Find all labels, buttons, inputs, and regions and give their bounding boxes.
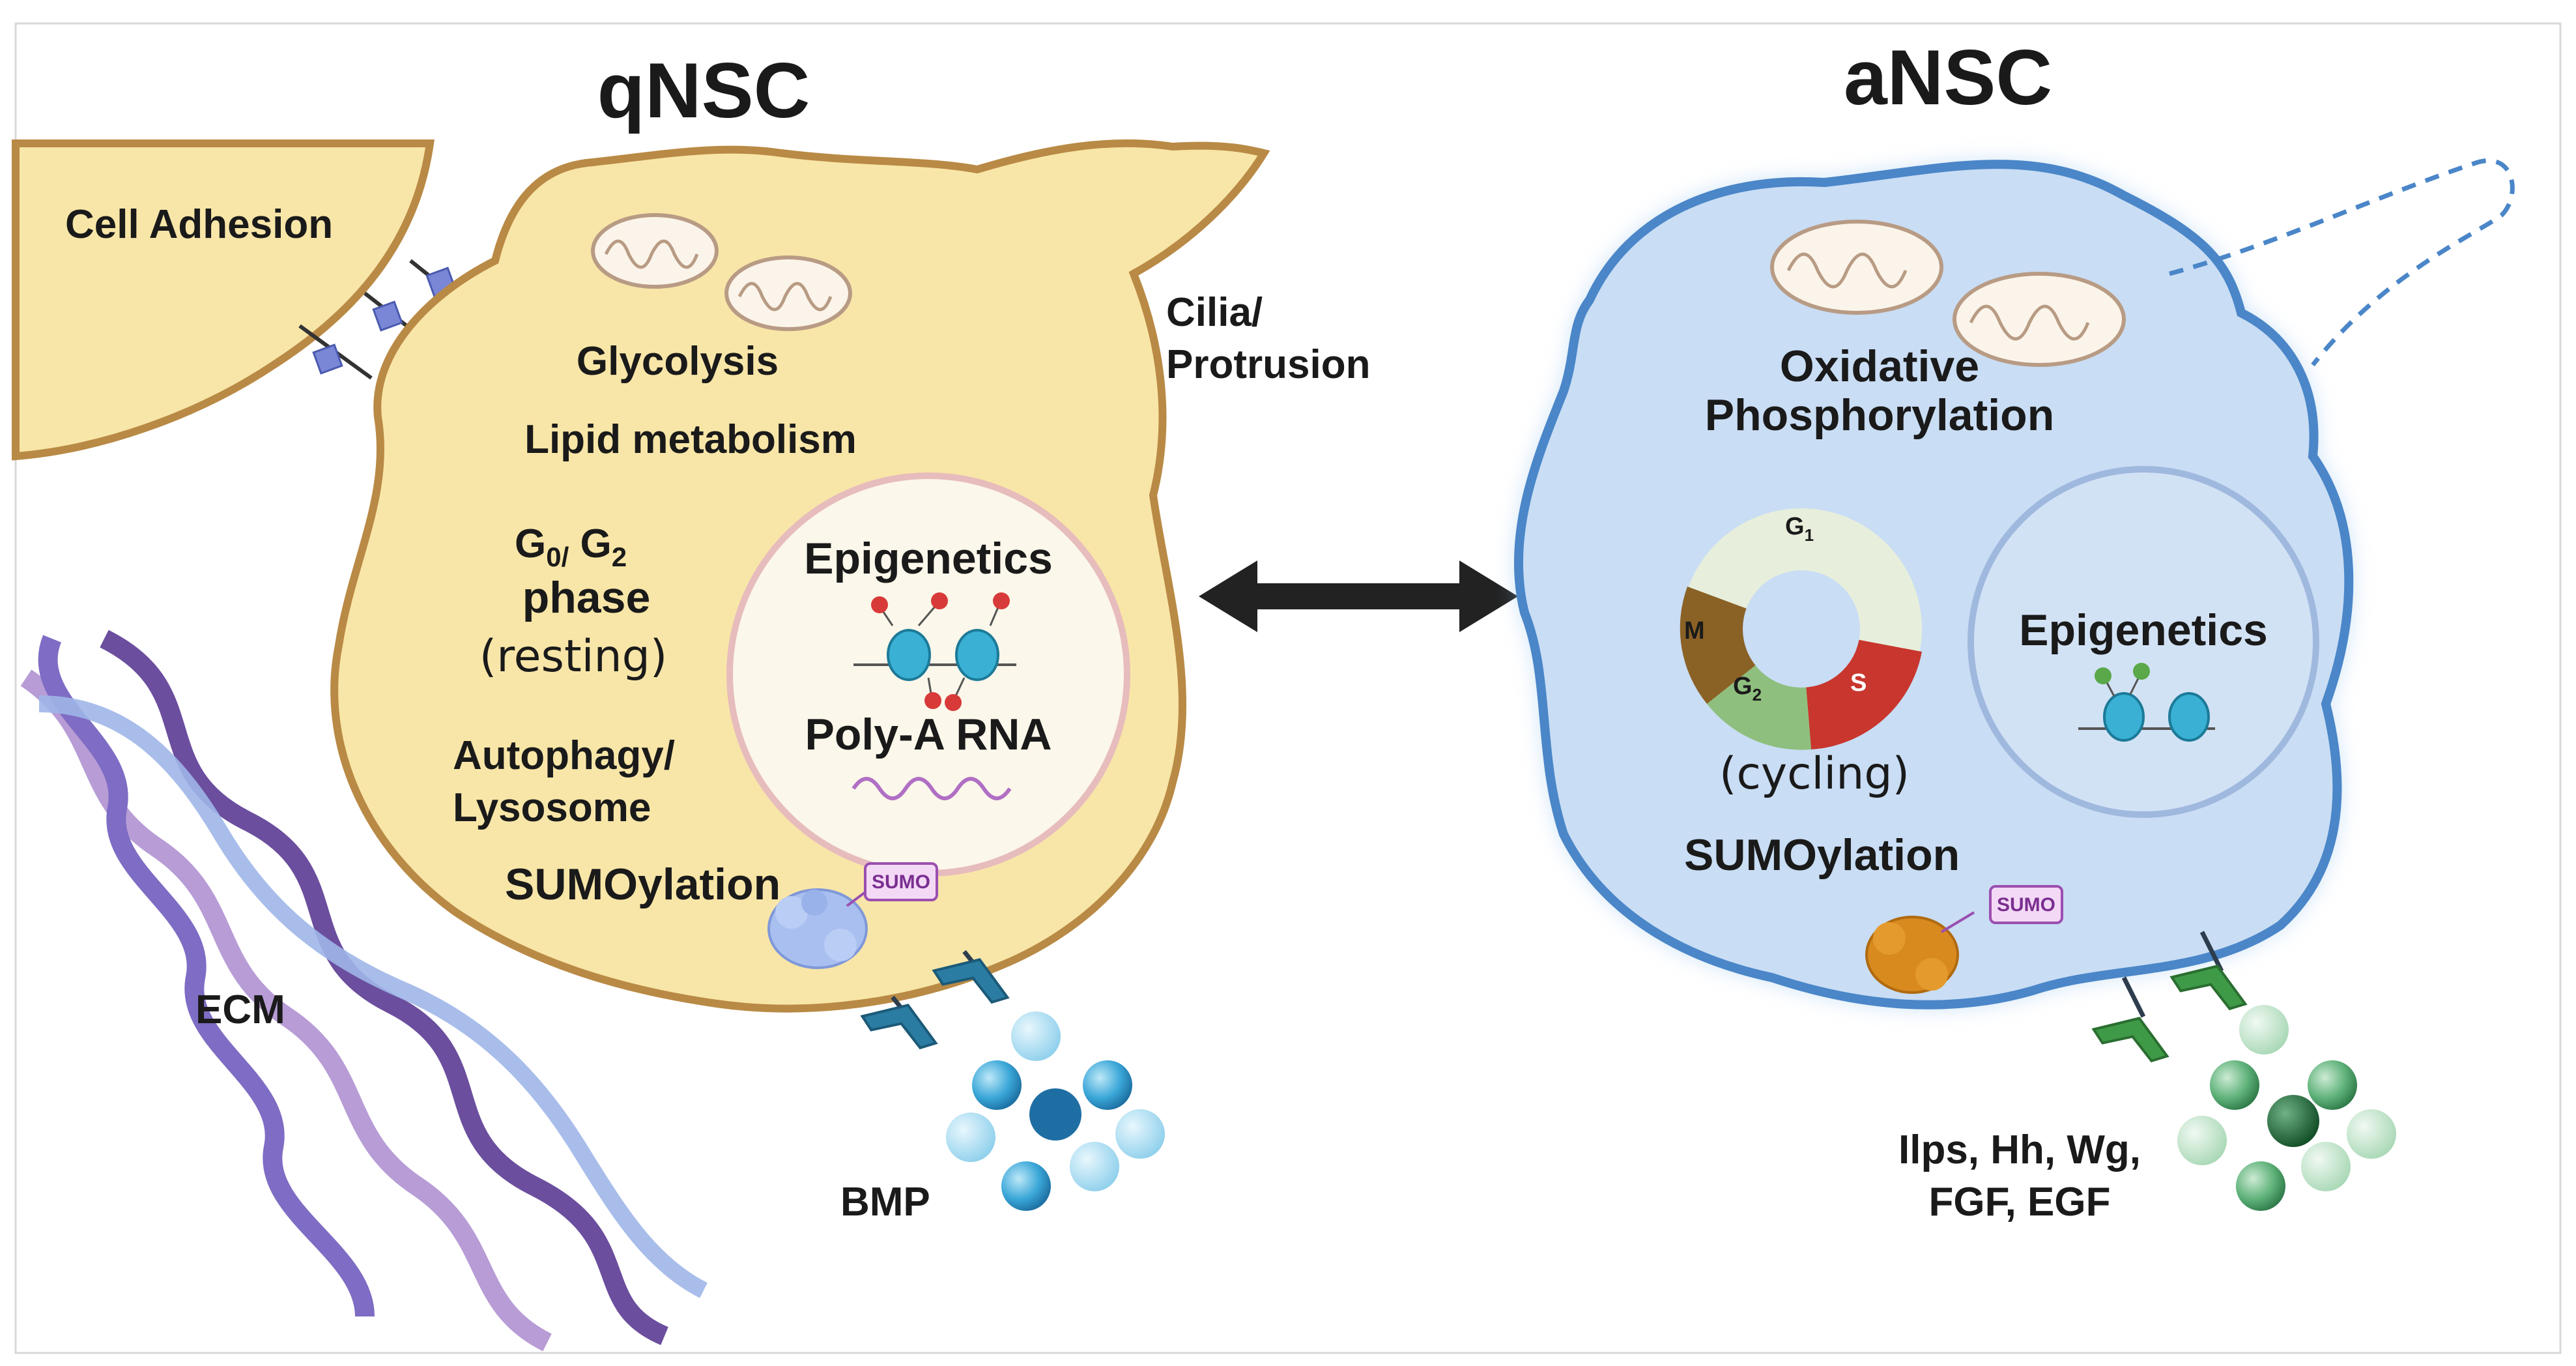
ansc-title: aNSC [1844, 34, 2052, 121]
growth-factor-ligand-icons [2177, 1005, 2396, 1211]
ansc-sumo-protein-icon [1865, 885, 2063, 994]
growth-factor-receptor-icon [2091, 931, 2248, 1063]
cilia-label-line2: Protrusion [1166, 342, 1370, 387]
ecm-helix-icon [20, 630, 708, 1352]
cilia-label-line1: Cilia/ [1166, 290, 1263, 335]
cycling-label: (cycling) [1719, 748, 1910, 800]
phase-label-g0: G0/ G2 [515, 521, 627, 572]
ansc-mitochondria-icon [1770, 220, 2126, 367]
cell-adhesion-label: Cell Adhesion [65, 202, 333, 247]
ansc-sumoylation-label: SUMOylation [1684, 830, 1960, 880]
autophagy-label-line2: Lysosome [453, 785, 651, 830]
retracted-protrusion [2169, 158, 2515, 367]
cycle-g2-label: G2 [1733, 673, 1762, 705]
oxphos-label-line2: Phosphorylation [1705, 390, 2054, 440]
bmp-label: BMP [840, 1180, 930, 1225]
qnsc-sumo-tag: SUMO [872, 871, 930, 893]
lipid-metabolism-label: Lipid metabolism [524, 417, 857, 462]
mitochondria-icon [591, 213, 852, 331]
sumo-protein-icon [767, 862, 938, 969]
glycolysis-label: Glycolysis [577, 339, 779, 384]
ansc-epigenetics-label: Epigenetics [2019, 605, 2268, 655]
bidirectional-arrow-icon [1199, 560, 1518, 632]
qnsc-sumoylation-label: SUMOylation [505, 860, 780, 909]
poly-a-rna-label: Poly-A RNA [805, 710, 1052, 759]
cycle-m-label: M [1684, 617, 1705, 645]
bmp-ligand-icons [946, 1011, 1165, 1211]
ecm-label: ECM [195, 987, 285, 1032]
phase-word-label: phase [522, 573, 651, 622]
nucleosome-icon [853, 592, 1016, 711]
ansc-sumo-tag: SUMO [1997, 894, 2055, 916]
ansc-nucleosome-icon [2078, 663, 2215, 742]
cycle-g1-label: G1 [1785, 513, 1814, 545]
rna-squiggle-icon [852, 777, 1012, 800]
qnsc-epigenetics-label: Epigenetics [804, 534, 1053, 583]
adhesion-junction-icons [298, 259, 477, 380]
qnsc-title: qNSC [597, 47, 810, 134]
bmp-receptor-icon [860, 950, 1010, 1050]
resting-label: (resting) [479, 631, 668, 682]
ligands-label-line1: Ilps, Hh, Wg, [1898, 1127, 2141, 1172]
neighbor-cell [12, 139, 435, 461]
ligands-label-line2: FGF, EGF [1929, 1180, 2111, 1225]
ansc-nucleus [1968, 466, 2319, 818]
autophagy-label-line1: Autophagy/ [453, 733, 675, 778]
cell-cycle-ring [1680, 508, 1922, 750]
oxphos-label-line1: Oxidative [1780, 342, 1979, 391]
cycle-s-label: S [1850, 669, 1867, 697]
cycle-m-segment [1680, 587, 1801, 704]
